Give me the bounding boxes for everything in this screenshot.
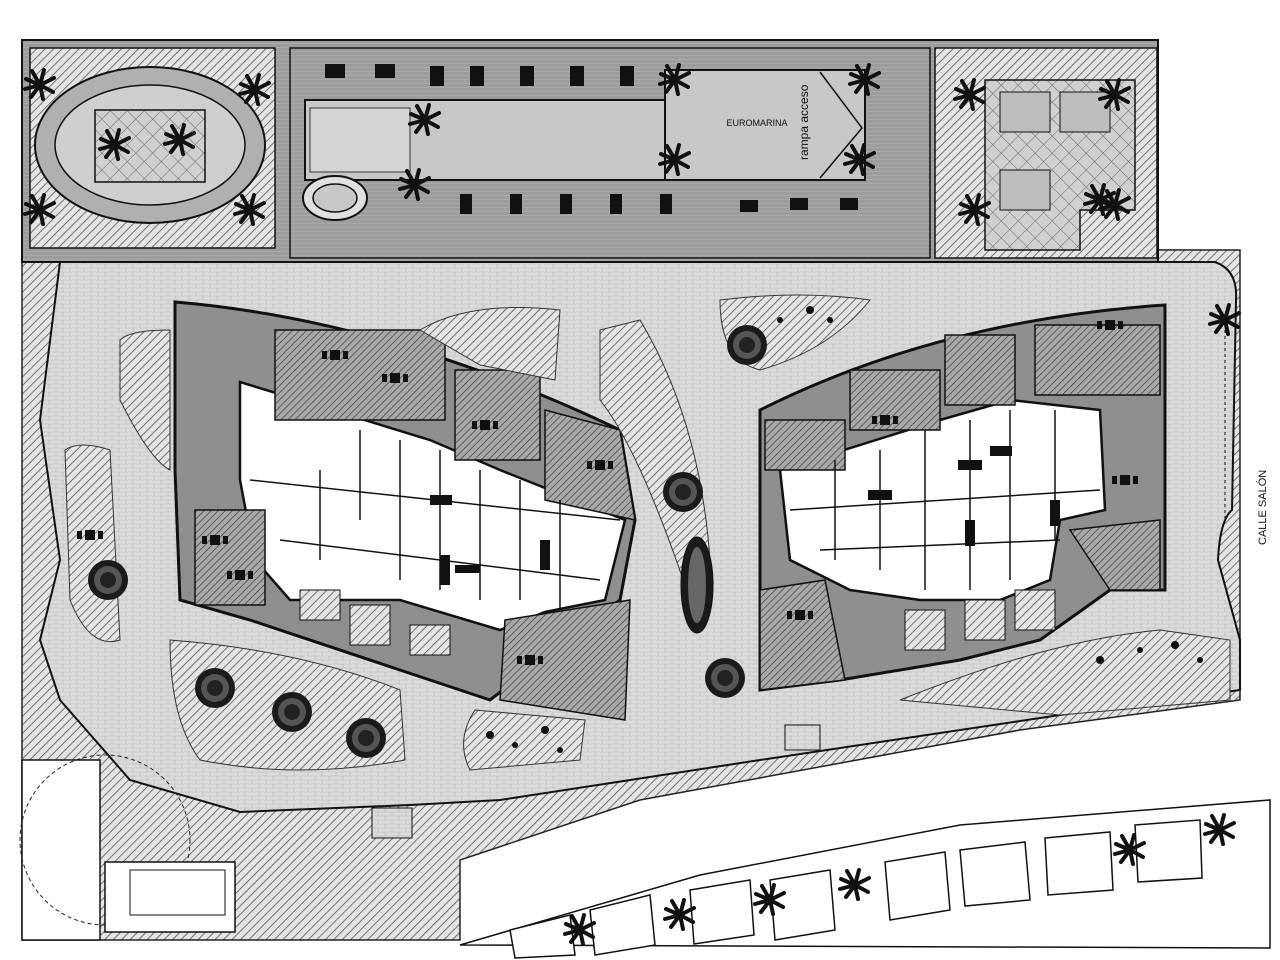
street-label: CALLE SALÓN: [1256, 470, 1269, 545]
lounger-row-top: [325, 64, 634, 86]
ramp-label: rampa acceso: [797, 84, 811, 160]
shrub-dots: [486, 306, 1203, 753]
lounger-row-bottom: [460, 194, 858, 214]
brand-label: EUROMARINA: [726, 118, 787, 128]
